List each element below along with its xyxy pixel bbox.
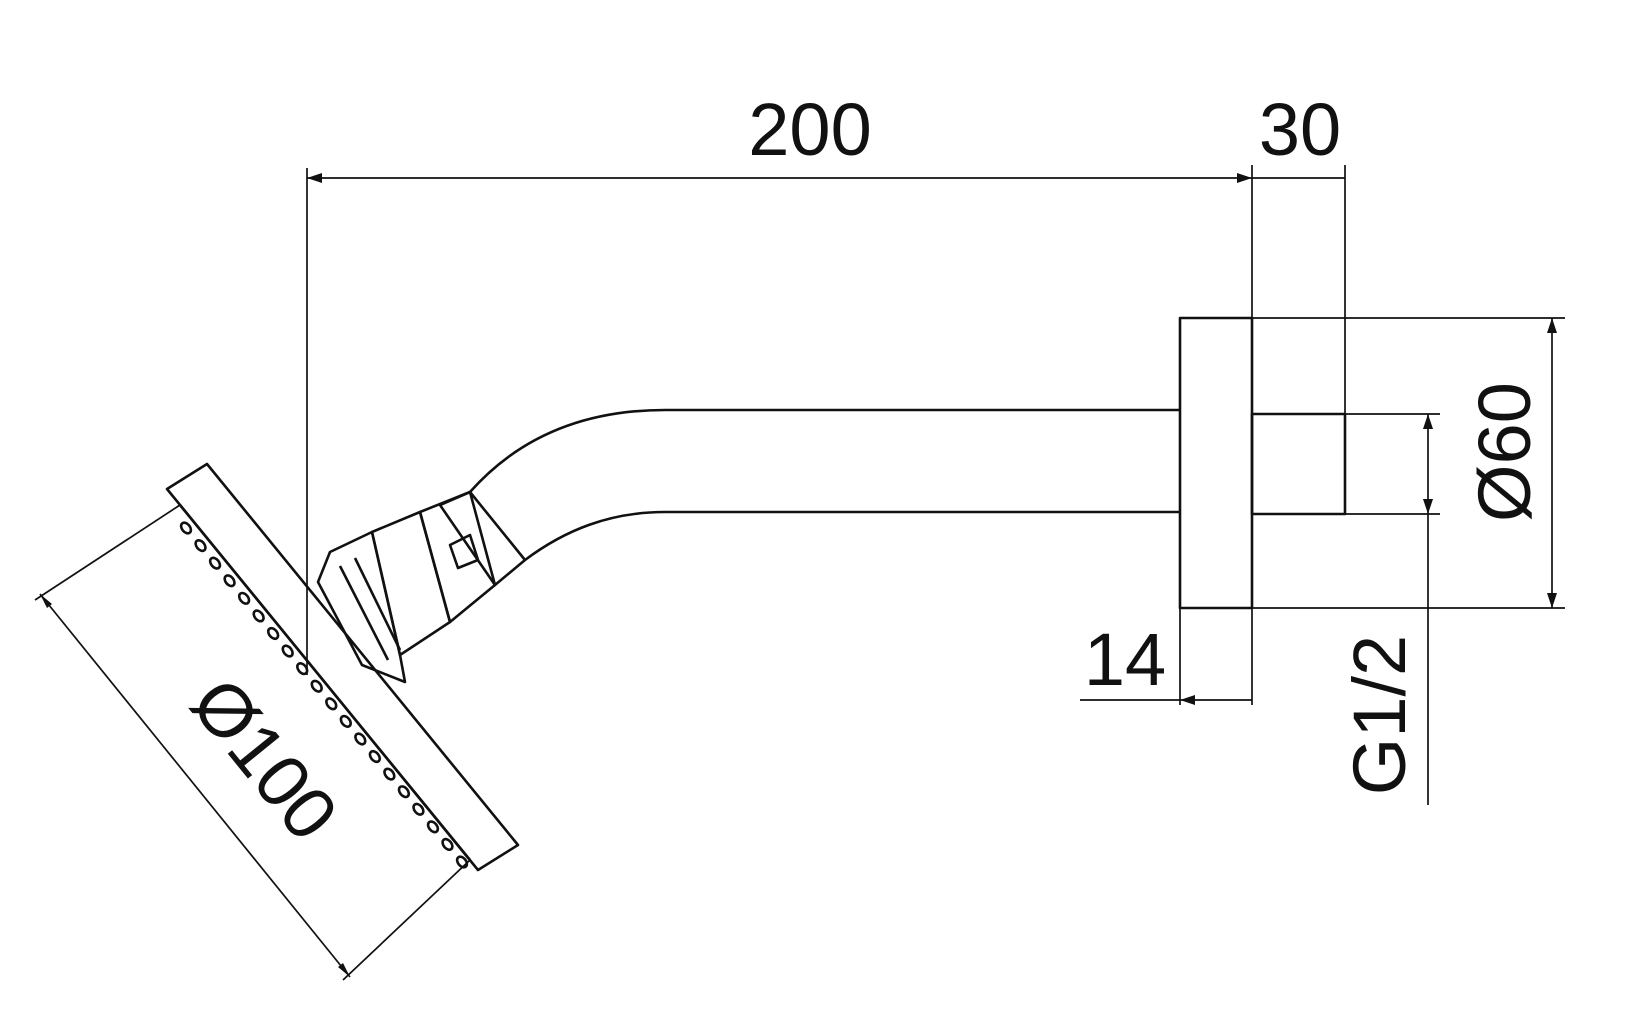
dimension-label-200: 200 <box>748 88 871 171</box>
dimension-flange-thickness: 14 <box>1080 608 1253 705</box>
nozzle <box>455 855 469 869</box>
nozzle <box>339 714 352 728</box>
dimension-flange-depth: 30 <box>1251 88 1346 414</box>
nozzle <box>412 802 425 816</box>
threaded-connector <box>1250 412 1347 516</box>
nozzle <box>354 732 367 746</box>
dimension-arm-length: 200 <box>306 88 1252 675</box>
shower-head-nozzles <box>179 521 469 869</box>
nozzle <box>296 662 309 676</box>
dimension-label-diameter-60: Ø60 <box>1463 382 1546 522</box>
dimension-head-diameter: Ø100 <box>34 504 471 981</box>
nozzle <box>310 679 323 693</box>
dimension-label-30: 30 <box>1259 88 1341 171</box>
nozzle <box>266 626 280 641</box>
nozzle <box>252 609 265 623</box>
ball-joint <box>316 490 527 684</box>
nozzle <box>368 749 382 764</box>
nozzle <box>397 785 411 799</box>
dimension-flange-diameter: Ø60 <box>1252 317 1565 609</box>
shower-arm-pipe <box>469 408 1180 562</box>
nozzle <box>179 521 193 535</box>
nozzle <box>441 837 454 852</box>
dimension-thread: G1/2 <box>1338 413 1440 805</box>
nozzle <box>208 556 222 570</box>
nozzle <box>223 574 236 588</box>
dimension-label-diameter-100: Ø100 <box>176 662 354 855</box>
dimension-label-g1-2: G1/2 <box>1338 635 1421 795</box>
dimension-label-14: 14 <box>1084 618 1166 701</box>
shower-head <box>165 462 520 872</box>
nozzle <box>281 644 294 658</box>
wall-flange <box>1178 316 1254 610</box>
nozzle <box>426 820 440 834</box>
nozzle <box>325 697 338 711</box>
nozzle <box>237 591 251 605</box>
nozzle <box>194 538 207 553</box>
nozzle <box>383 767 396 781</box>
